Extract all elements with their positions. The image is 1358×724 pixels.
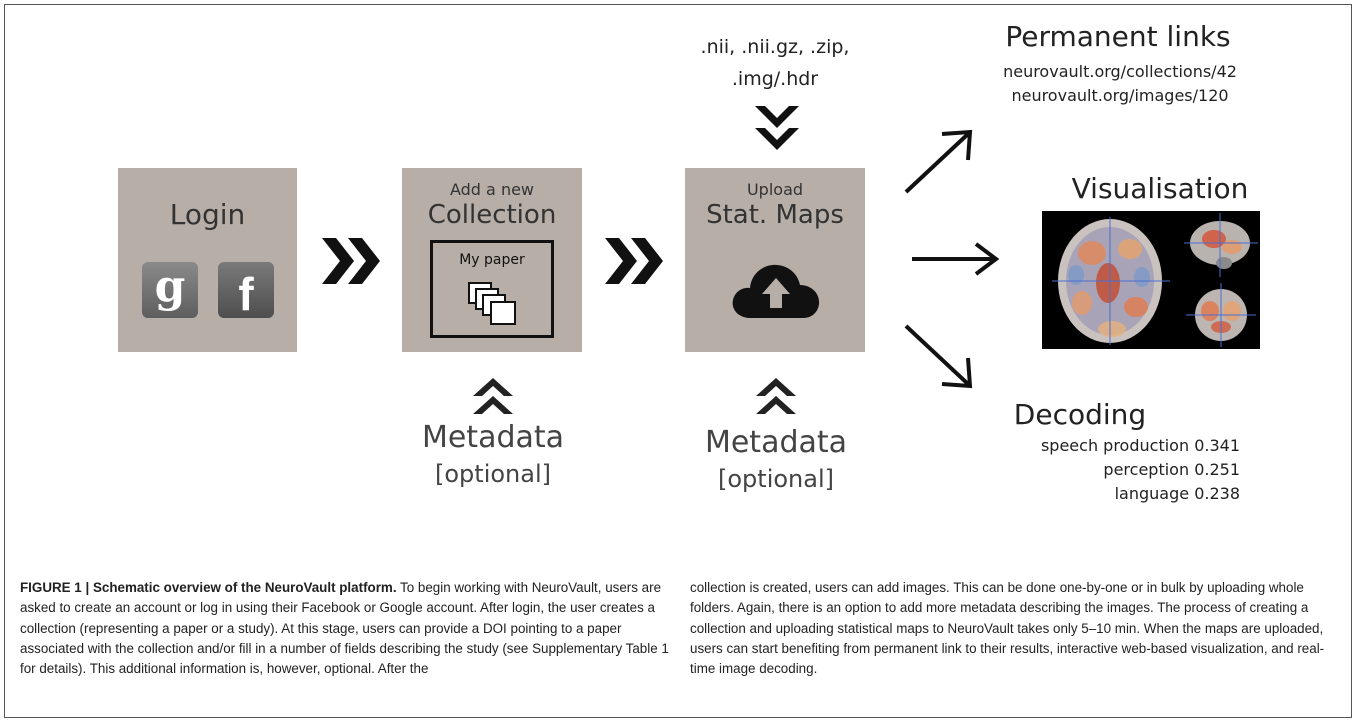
visualisation-title: Visualisation [1071, 172, 1249, 205]
metadata-label-2: Metadata [704, 425, 848, 460]
arrow-up-right-icon [904, 129, 973, 194]
collection-box: Add a new Collection My paper [402, 168, 582, 352]
decoding-value: 0.251 [1194, 460, 1240, 479]
collection-title: Collection [427, 200, 557, 230]
login-title: Login [169, 198, 246, 231]
decoding-term: language [1114, 484, 1190, 503]
decoding-row-3: language 0.238 [1115, 484, 1240, 503]
metadata-label-1: Metadata [421, 420, 565, 455]
upload-formats-line2: .img/.hdr [731, 68, 819, 90]
decoding-term: speech production [1040, 436, 1190, 455]
brain-sagittal-image [1184, 213, 1258, 277]
decoding-title: Decoding [1013, 398, 1147, 431]
links-url-2: neurovault.org/images/120 [1011, 86, 1229, 105]
arrow-down-right-icon [904, 324, 973, 389]
upload-subtitle: Upload [746, 180, 804, 199]
paper-label: My paper [459, 252, 525, 268]
double-chevron-down-icon [755, 106, 799, 150]
decoding-row-2: perception 0.251 [1103, 460, 1240, 479]
caption-right-text: collection is created, users can add ima… [690, 580, 1325, 677]
caption-left: FIGURE 1 | Schematic overview of the Neu… [20, 578, 672, 679]
decoding-row-1: speech production 0.341 [1041, 436, 1240, 455]
double-chevron-right-icon-2 [605, 238, 663, 284]
double-chevron-right-icon [322, 238, 380, 284]
caption-right: collection is created, users can add ima… [690, 578, 1338, 679]
collection-subtitle: Add a new [449, 180, 535, 199]
metadata-optional-2: [optional] [718, 465, 834, 493]
brain-coronal-image [1186, 283, 1256, 347]
figure-frame [4, 4, 1352, 718]
brain-axial-image [1052, 217, 1170, 345]
cloud-upload-icon [732, 264, 820, 318]
caption-left-text: To begin working with NeuroVault, users … [20, 580, 669, 677]
facebook-icon: f [218, 262, 274, 320]
upload-formats-line1: .nii, .nii.gz, .zip, [700, 36, 850, 58]
google-icon: g [142, 262, 198, 318]
upload-title: Stat. Maps [706, 200, 844, 230]
caption-heading: FIGURE 1 | Schematic overview of the Neu… [20, 580, 397, 595]
double-chevron-up-icon-2 [756, 378, 796, 414]
decoding-value: 0.341 [1194, 436, 1240, 455]
arrow-right-icon [912, 242, 1000, 276]
metadata-optional-1: [optional] [435, 460, 551, 488]
brain-viewer [1042, 211, 1260, 349]
stacked-documents-icon [468, 282, 516, 325]
links-url-1: neurovault.org/collections/42 [1003, 62, 1237, 81]
paper-card: My paper [430, 240, 554, 338]
upload-box: Upload Stat. Maps [685, 168, 865, 352]
links-title: Permanent links [1005, 20, 1231, 53]
login-box: Login g f [118, 168, 297, 352]
decoding-term: perception [1103, 460, 1190, 479]
decoding-value: 0.238 [1194, 484, 1240, 503]
double-chevron-up-icon [473, 378, 513, 414]
